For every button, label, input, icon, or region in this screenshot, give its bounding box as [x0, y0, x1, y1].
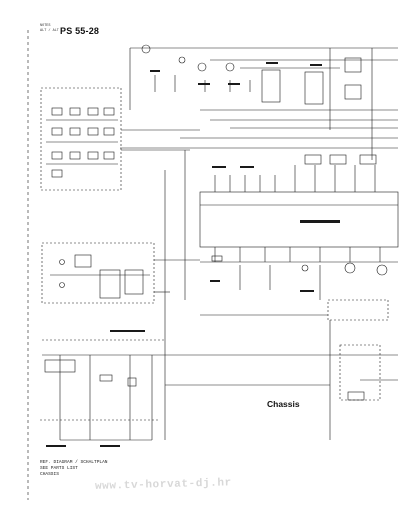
- chassis-label: Chassis: [267, 399, 300, 409]
- main-ic: [199, 191, 399, 248]
- component-box-2: [344, 84, 362, 100]
- header-note-2: ALT / ALT: [40, 29, 59, 33]
- component-box-1: [344, 57, 362, 73]
- footnote-line-2: SEE PARTS LIST: [40, 466, 78, 471]
- model-title: PS 55-28: [60, 26, 100, 36]
- footnote-line-3: CHASSIS: [40, 472, 59, 477]
- transistor-2: [197, 62, 207, 72]
- transistor-3: [225, 62, 235, 72]
- transistor-4: [178, 56, 186, 64]
- header-note-1: NOTES: [40, 24, 51, 28]
- keypad-panel: [40, 87, 122, 191]
- footnote-line-1: REF. DIAGRAM / SCHALTPLAN: [40, 460, 108, 465]
- relay-box-1: [261, 69, 281, 103]
- transistor-1: [141, 44, 151, 54]
- circuit-panel: [41, 242, 155, 304]
- relay-box-2: [304, 71, 324, 105]
